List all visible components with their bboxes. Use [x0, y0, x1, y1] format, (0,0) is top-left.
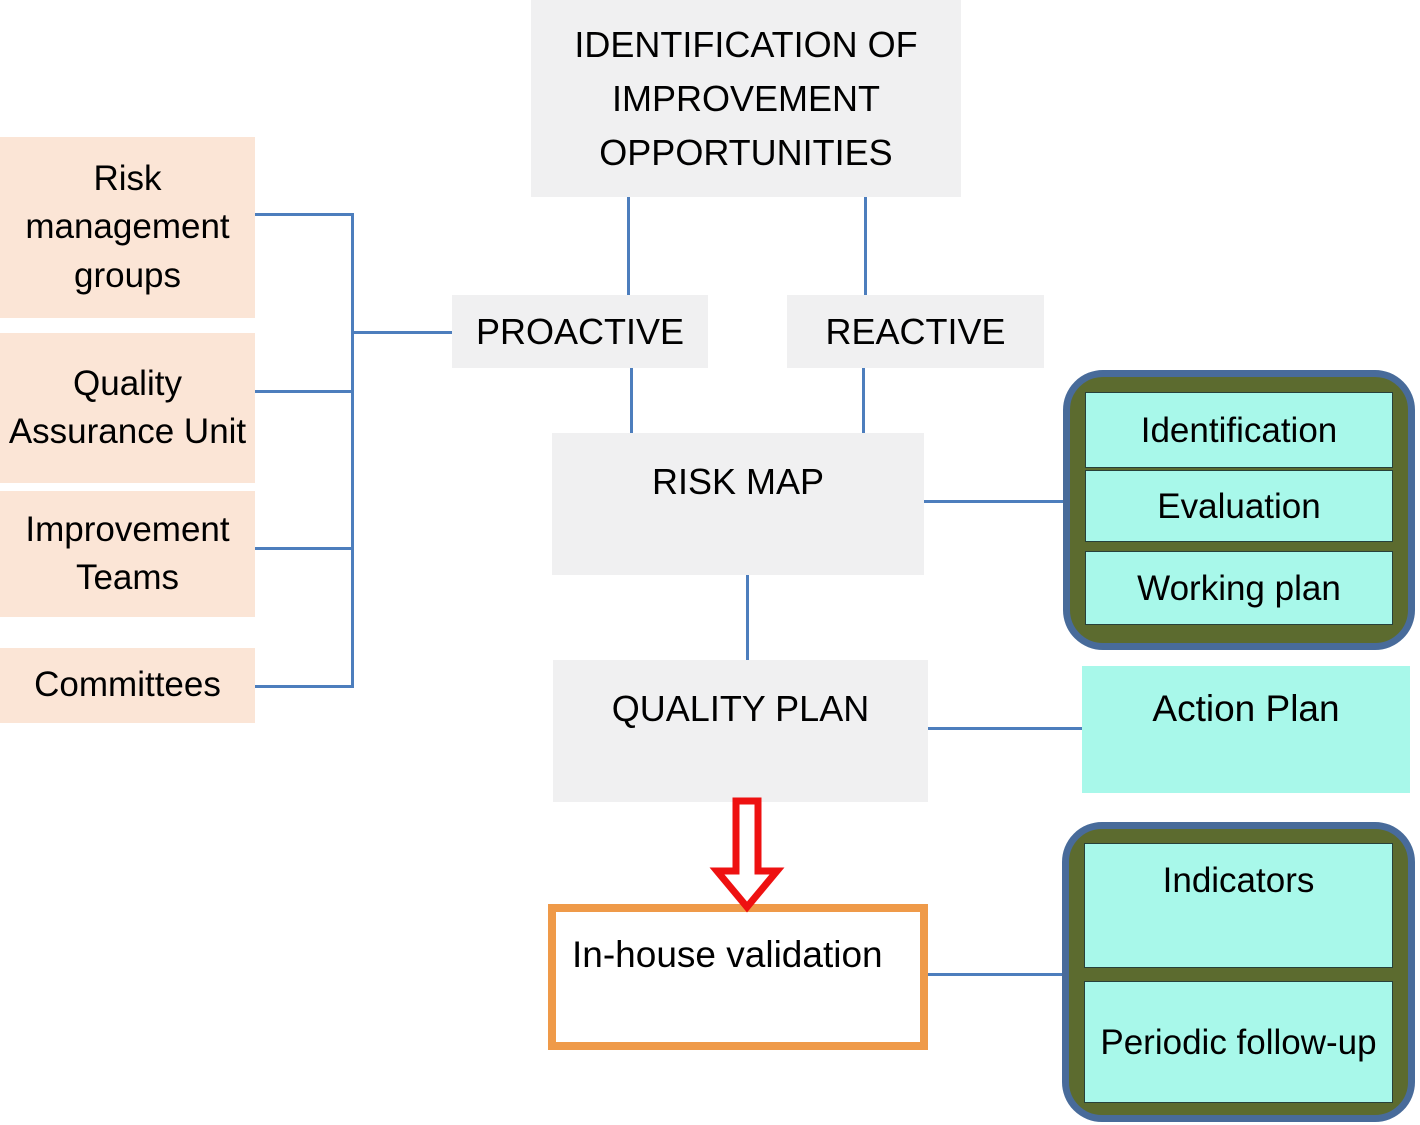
node-identification-opportunities: IDENTIFICATION OF IMPROVEMENT OPPORTUNIT… — [531, 0, 961, 197]
node-quality-plan: QUALITY PLAN — [553, 660, 928, 802]
node-risk-map: RISK MAP — [552, 433, 924, 575]
connector-sources-trunk — [351, 213, 354, 688]
connector-reactive-to-risk-map — [862, 368, 865, 433]
source-box-committees: Committees — [0, 648, 255, 723]
red-down-arrow-icon — [709, 797, 785, 913]
connector-quality-plan-to-action-plan — [928, 727, 1082, 730]
panel-followup-steps: Indicators Periodic follow-up — [1062, 822, 1415, 1122]
connector-risk-management-to-trunk — [255, 213, 351, 216]
step-indicators: Indicators — [1084, 843, 1393, 968]
connector-trunk-to-proactive — [354, 331, 452, 334]
source-box-risk-management-groups: Risk management groups — [0, 137, 255, 318]
step-working-plan: Working plan — [1085, 551, 1393, 625]
connector-top-to-reactive — [864, 197, 867, 295]
connector-risk-map-to-quality-plan — [746, 575, 749, 660]
step-periodic-follow-up: Periodic follow-up — [1084, 981, 1393, 1103]
step-evaluation: Evaluation — [1085, 470, 1393, 542]
connector-committees-to-trunk — [255, 685, 351, 688]
connector-risk-map-to-steps-panel — [924, 500, 1063, 503]
node-proactive: PROACTIVE — [452, 295, 708, 368]
connector-quality-assurance-to-trunk — [255, 390, 351, 393]
connector-top-to-proactive — [627, 197, 630, 295]
node-reactive: REACTIVE — [787, 295, 1044, 368]
node-in-house-validation: In-house validation — [548, 904, 928, 1050]
source-box-quality-assurance-unit: Quality Assurance Unit — [0, 333, 255, 483]
node-action-plan: Action Plan — [1082, 666, 1410, 793]
connector-validation-to-followup-panel — [928, 973, 1062, 976]
source-box-improvement-teams: Improvement Teams — [0, 491, 255, 617]
connector-improvement-teams-to-trunk — [255, 547, 351, 550]
panel-risk-map-steps: Identification Evaluation Working plan — [1063, 370, 1415, 650]
connector-proactive-to-risk-map — [630, 368, 633, 433]
step-identification: Identification — [1085, 392, 1393, 468]
